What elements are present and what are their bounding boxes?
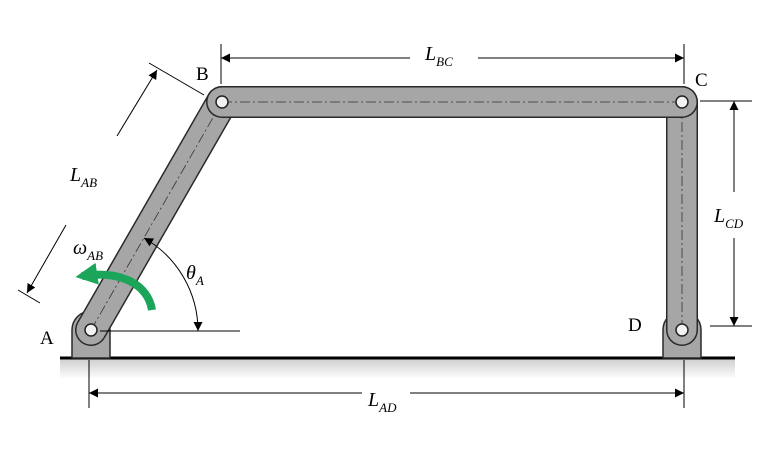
label-point-c: C bbox=[695, 70, 708, 91]
label-point-a: A bbox=[40, 328, 54, 349]
label-point-d: D bbox=[628, 315, 642, 336]
dim-cd bbox=[700, 100, 752, 327]
label-omega-ab: ωAB bbox=[73, 237, 103, 263]
dim-ad bbox=[88, 360, 685, 408]
label-point-b: B bbox=[196, 64, 209, 85]
label-l-bc: LBC bbox=[424, 43, 453, 69]
label-l-ad: LAD bbox=[367, 389, 397, 415]
link-ab bbox=[75, 86, 238, 346]
dim-ab bbox=[17, 62, 205, 304]
pin-a bbox=[84, 323, 98, 337]
ground bbox=[60, 356, 735, 379]
theta-arc bbox=[143, 237, 203, 332]
label-l-ab: LAB bbox=[69, 164, 97, 190]
label-l-cd: LCD bbox=[713, 205, 744, 231]
pin-d bbox=[675, 323, 689, 337]
pin-c bbox=[675, 95, 689, 109]
omega-arrow bbox=[75, 262, 156, 311]
pin-b bbox=[215, 95, 229, 109]
label-theta-a: θA bbox=[186, 262, 204, 288]
dim-bc bbox=[220, 44, 685, 84]
